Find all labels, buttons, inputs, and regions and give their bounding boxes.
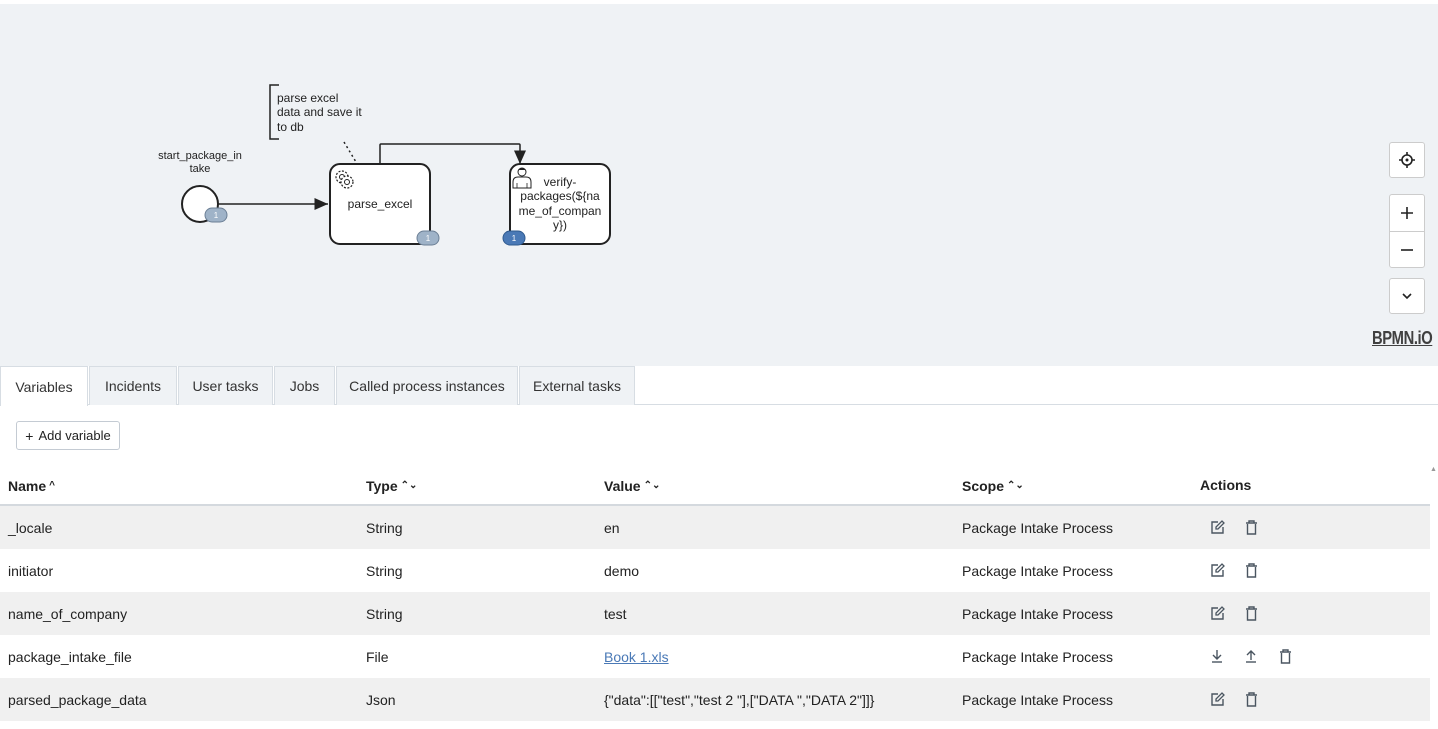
svg-text:1: 1 xyxy=(426,234,431,243)
gear-icon xyxy=(335,170,354,189)
variable-value: Book 1.xls xyxy=(604,635,669,678)
variable-name: _locale xyxy=(8,519,53,536)
user-task-verify-packages[interactable]: verify- packages(${na me_of_compan y}) 1 xyxy=(502,163,611,246)
column-header-value[interactable]: Value ⌃⌄ xyxy=(604,478,661,494)
tab-user-tasks[interactable]: User tasks xyxy=(178,366,273,405)
tab-incidents[interactable]: Incidents xyxy=(89,366,177,405)
variable-value: en xyxy=(604,519,620,536)
variable-type: String xyxy=(366,519,403,536)
variable-name: initiator xyxy=(8,562,54,579)
bpmn-diagram: parse excel data and save it to db start… xyxy=(158,84,611,246)
variable-scope: Package Intake Process xyxy=(962,648,1113,665)
user-task-label-2: packages(${na xyxy=(520,189,600,203)
text-annotation[interactable]: parse excel data and save it to db xyxy=(269,84,362,163)
annotation-line-1: parse excel xyxy=(277,91,338,105)
detail-tabs: Variables Incidents User tasks Jobs Call… xyxy=(0,366,1438,406)
svg-text:1: 1 xyxy=(214,211,219,220)
column-header-name[interactable]: Name ^ xyxy=(8,478,55,494)
start-event[interactable]: start_package_in take 1 xyxy=(158,150,242,223)
service-task-parse-excel[interactable]: parse_excel 1 xyxy=(329,163,440,246)
add-variable-label: Add variable xyxy=(38,428,111,443)
zoom-in-button[interactable] xyxy=(1390,195,1424,231)
minus-icon xyxy=(1401,248,1413,251)
crosshair-icon xyxy=(1399,152,1415,168)
column-header-actions: Actions xyxy=(1200,477,1252,493)
edit-icon[interactable] xyxy=(1209,605,1225,621)
tab-variables[interactable]: Variables xyxy=(0,366,88,406)
table-row: parsed_package_data Json {"data":[["test… xyxy=(0,678,1430,721)
zoom-out-button[interactable] xyxy=(1390,231,1424,267)
variable-scope: Package Intake Process xyxy=(962,605,1113,622)
sort-ascending-icon: ^ xyxy=(49,480,55,491)
column-header-scope[interactable]: Scope ⌃⌄ xyxy=(962,478,1024,494)
collapse-diagram-button[interactable] xyxy=(1389,278,1425,314)
upload-icon[interactable] xyxy=(1243,648,1259,664)
plus-icon xyxy=(1401,207,1413,219)
user-task-label-3: me_of_compan xyxy=(519,204,602,218)
sort-icon: ⌃⌄ xyxy=(1007,480,1024,491)
delete-icon[interactable] xyxy=(1277,648,1293,664)
variable-type: String xyxy=(366,605,403,622)
variables-table-header: Name ^ Type ⌃⌄ Value ⌃⌄ Scope ⌃⌄ Actions xyxy=(0,470,1430,506)
tab-jobs[interactable]: Jobs xyxy=(274,366,335,405)
table-row: initiator String demo Package Intake Pro… xyxy=(0,549,1430,592)
variable-value: {"data":[["test","test 2 "],["DATA ","DA… xyxy=(604,691,875,708)
start-event-label-2: take xyxy=(190,163,211,175)
sort-icon: ⌃⌄ xyxy=(643,480,661,491)
variable-scope: Package Intake Process xyxy=(962,691,1113,708)
sequence-flow-parse-to-verify[interactable] xyxy=(379,143,526,164)
download-icon[interactable] xyxy=(1209,648,1225,664)
variable-name: parsed_package_data xyxy=(8,691,147,708)
edit-icon[interactable] xyxy=(1209,691,1225,707)
start-event-label-1: start_package_in xyxy=(158,150,242,162)
user-icon xyxy=(512,167,532,189)
variable-name: package_intake_file xyxy=(8,648,132,665)
sort-icon: ⌃⌄ xyxy=(400,480,418,491)
annotation-line-2: data and save it xyxy=(277,105,362,119)
user-task-label-4: y}) xyxy=(553,218,567,232)
edit-icon[interactable] xyxy=(1209,519,1225,535)
delete-icon[interactable] xyxy=(1243,519,1259,535)
tab-external-tasks[interactable]: External tasks xyxy=(519,366,635,405)
annotation-line-3: to db xyxy=(277,120,304,134)
column-header-type[interactable]: Type ⌃⌄ xyxy=(366,478,418,494)
delete-icon[interactable] xyxy=(1243,605,1259,621)
variable-scope: Package Intake Process xyxy=(962,519,1113,536)
parse-excel-badge: 1 xyxy=(416,230,440,246)
table-row: package_intake_file File Book 1.xls Pack… xyxy=(0,635,1430,678)
tab-called-process-instances[interactable]: Called process instances xyxy=(336,366,518,405)
verify-active-badge: 1 xyxy=(502,230,526,246)
scroll-up-icon[interactable]: ▲ xyxy=(1430,466,1437,473)
chevron-down-icon xyxy=(1402,293,1412,300)
bpmn-diagram-canvas[interactable]: parse excel data and save it to db start… xyxy=(0,4,1438,366)
variable-value: test xyxy=(604,605,627,622)
zoom-controls xyxy=(1389,194,1425,268)
delete-icon[interactable] xyxy=(1243,562,1259,578)
variable-scope: Package Intake Process xyxy=(962,562,1113,579)
delete-icon[interactable] xyxy=(1243,691,1259,707)
add-variable-button[interactable]: + Add variable xyxy=(16,421,120,450)
file-download-link[interactable]: Book 1.xls xyxy=(604,648,669,665)
variable-name: name_of_company xyxy=(8,605,128,622)
table-row: _locale String en Package Intake Process xyxy=(0,506,1430,549)
bpmn-io-logo[interactable]: BPMN.iO xyxy=(1372,328,1433,348)
table-row: name_of_company String test Package Inta… xyxy=(0,592,1430,635)
variable-type: File xyxy=(366,648,389,665)
variable-value: demo xyxy=(604,562,640,579)
service-task-label: parse_excel xyxy=(348,197,413,211)
annotation-association xyxy=(343,141,357,163)
svg-text:1: 1 xyxy=(512,234,517,243)
start-event-badge: 1 xyxy=(204,207,228,223)
edit-icon[interactable] xyxy=(1209,562,1225,578)
variable-type: String xyxy=(366,562,403,579)
reset-zoom-button[interactable] xyxy=(1389,142,1425,178)
variable-type: Json xyxy=(366,691,396,708)
plus-icon: + xyxy=(25,427,34,444)
user-task-label-1: verify- xyxy=(544,175,577,189)
